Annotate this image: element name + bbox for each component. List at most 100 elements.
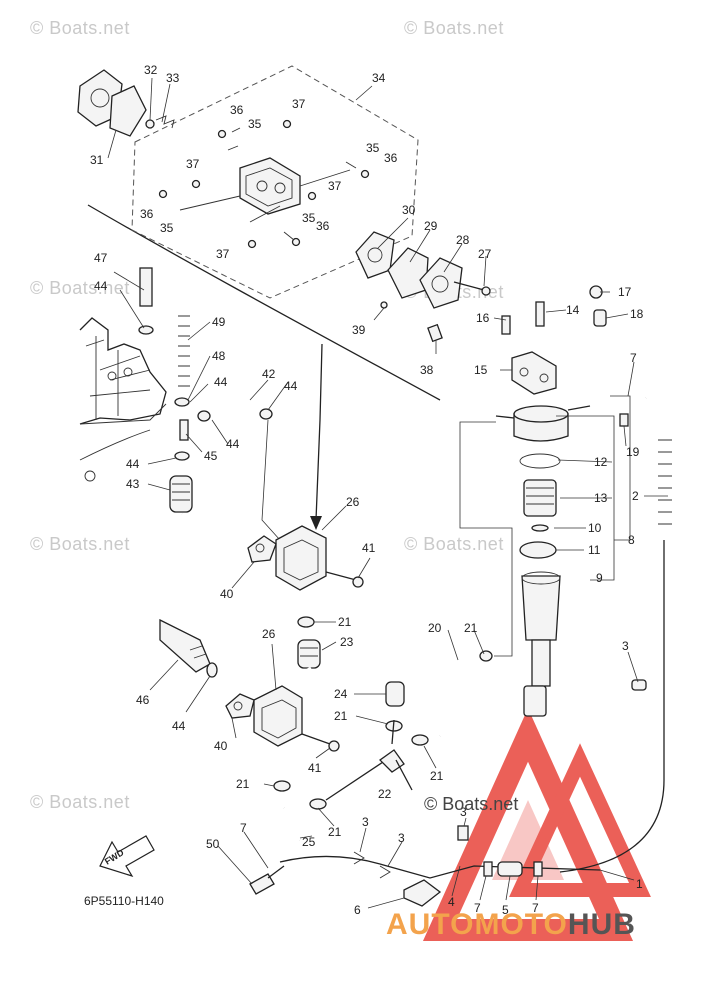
callout-41: 41 [362, 541, 376, 555]
automotohub-logo-icon [422, 708, 651, 941]
callout-43: 43 [126, 477, 140, 491]
callout-7: 7 [532, 901, 539, 915]
assembly-outline-34 [131, 65, 419, 299]
callout-22: 22 [378, 787, 392, 801]
callout-26: 26 [262, 627, 276, 641]
callout-40: 40 [214, 739, 228, 753]
callout-37: 37 [292, 97, 306, 111]
engine-block-icon [79, 317, 167, 482]
callout-25: 25 [302, 835, 316, 849]
callout-37: 37 [216, 247, 230, 261]
callout-44: 44 [284, 379, 298, 393]
callout-14: 14 [566, 303, 580, 317]
watermark-overlay: © Boats.net [424, 794, 519, 814]
callout-39: 39 [352, 323, 366, 337]
callout-36: 36 [140, 207, 154, 221]
callout-19: 19 [626, 445, 640, 459]
callout-16: 16 [476, 311, 490, 325]
callout-20: 20 [428, 621, 442, 635]
hose-20-icon [411, 650, 493, 746]
callout-21: 21 [430, 769, 444, 783]
fuel-pump-assembly-icon [179, 157, 351, 223]
callout-7: 7 [474, 901, 481, 915]
callout-18: 18 [630, 307, 644, 321]
callout-35: 35 [366, 141, 380, 155]
callout-37: 37 [186, 157, 200, 171]
leader-lines [107, 77, 668, 909]
callout-36: 36 [230, 103, 244, 117]
bottom-fuel-line-icon [249, 825, 601, 907]
callout-15: 15 [474, 363, 488, 377]
gasket-stack-icon [355, 231, 491, 343]
callout-3: 3 [398, 831, 405, 845]
lower-hose-icon [273, 719, 413, 842]
callout-21: 21 [236, 777, 250, 791]
callout-35: 35 [160, 221, 174, 235]
callout-17: 17 [618, 285, 632, 299]
callout-31: 31 [90, 153, 104, 167]
callout-41: 41 [308, 761, 322, 775]
fwd-arrow-icon [99, 835, 155, 878]
watermark: © Boats.net [404, 18, 504, 38]
screw-icons [158, 119, 370, 249]
callout-33: 33 [166, 71, 180, 85]
callout-44: 44 [94, 279, 108, 293]
watermark: © Boats.net [30, 278, 130, 298]
brand-part1: AUTOMOTO [386, 908, 568, 941]
callout-labels: 1 2 3 3 3 3 4 5 6 7 7 7 7 8 9 10 11 12 1… [90, 63, 644, 917]
watermark: © Boats.net [30, 534, 130, 554]
callout-46: 46 [136, 693, 150, 707]
callout-44: 44 [172, 719, 186, 733]
callout-40: 40 [220, 587, 234, 601]
callout-3: 3 [622, 639, 629, 653]
callout-29: 29 [424, 219, 438, 233]
callout-32: 32 [144, 63, 158, 77]
hose-right-long-icon [559, 392, 672, 873]
fuel-pump-upper-icon [247, 525, 364, 591]
callout-38: 38 [420, 363, 434, 377]
callout-4: 4 [448, 895, 455, 909]
callout-13: 13 [594, 491, 608, 505]
pump-cover-plate-icon [77, 69, 175, 137]
brand-logo: AUTOMOTOHUB [386, 908, 636, 942]
hose-long-icon [155, 475, 218, 678]
callout-2: 2 [632, 489, 639, 503]
callout-35: 35 [248, 117, 262, 131]
callout-49: 49 [212, 315, 226, 329]
callout-7: 7 [630, 351, 637, 365]
callout-47: 47 [94, 251, 108, 265]
callout-7: 7 [240, 821, 247, 835]
callout-5: 5 [502, 903, 509, 917]
callout-36: 36 [316, 219, 330, 233]
callout-36: 36 [384, 151, 398, 165]
callout-27: 27 [478, 247, 492, 261]
callout-44: 44 [214, 375, 228, 389]
callout-35: 35 [302, 211, 316, 225]
brand-part2: HUB [567, 908, 636, 941]
callout-28: 28 [456, 233, 470, 247]
callout-45: 45 [204, 449, 218, 463]
callout-23: 23 [340, 635, 354, 649]
callout-3: 3 [362, 815, 369, 829]
diagram-code: 6P55110-H140 [84, 894, 164, 908]
callout-50: 50 [206, 837, 220, 851]
callout-1: 1 [636, 877, 643, 891]
callout-8: 8 [628, 533, 635, 547]
callout-30: 30 [402, 203, 416, 217]
watermark: © Boats.net [404, 534, 504, 554]
callout-12: 12 [594, 455, 608, 469]
callout-21: 21 [338, 615, 352, 629]
callout-3: 3 [460, 805, 467, 819]
watermark: © Boats.net [30, 18, 130, 38]
callout-44: 44 [126, 457, 140, 471]
callout-42: 42 [262, 367, 276, 381]
elbow-hose-icon [197, 398, 273, 422]
watermark: © Boats.net [30, 792, 130, 812]
callout-24: 24 [334, 687, 348, 701]
callout-21: 21 [328, 825, 342, 839]
fuel-hose-icon [138, 266, 190, 461]
callout-26: 26 [346, 495, 360, 509]
fuel-filter-assembly-icon [495, 285, 629, 717]
callout-11: 11 [588, 543, 601, 557]
